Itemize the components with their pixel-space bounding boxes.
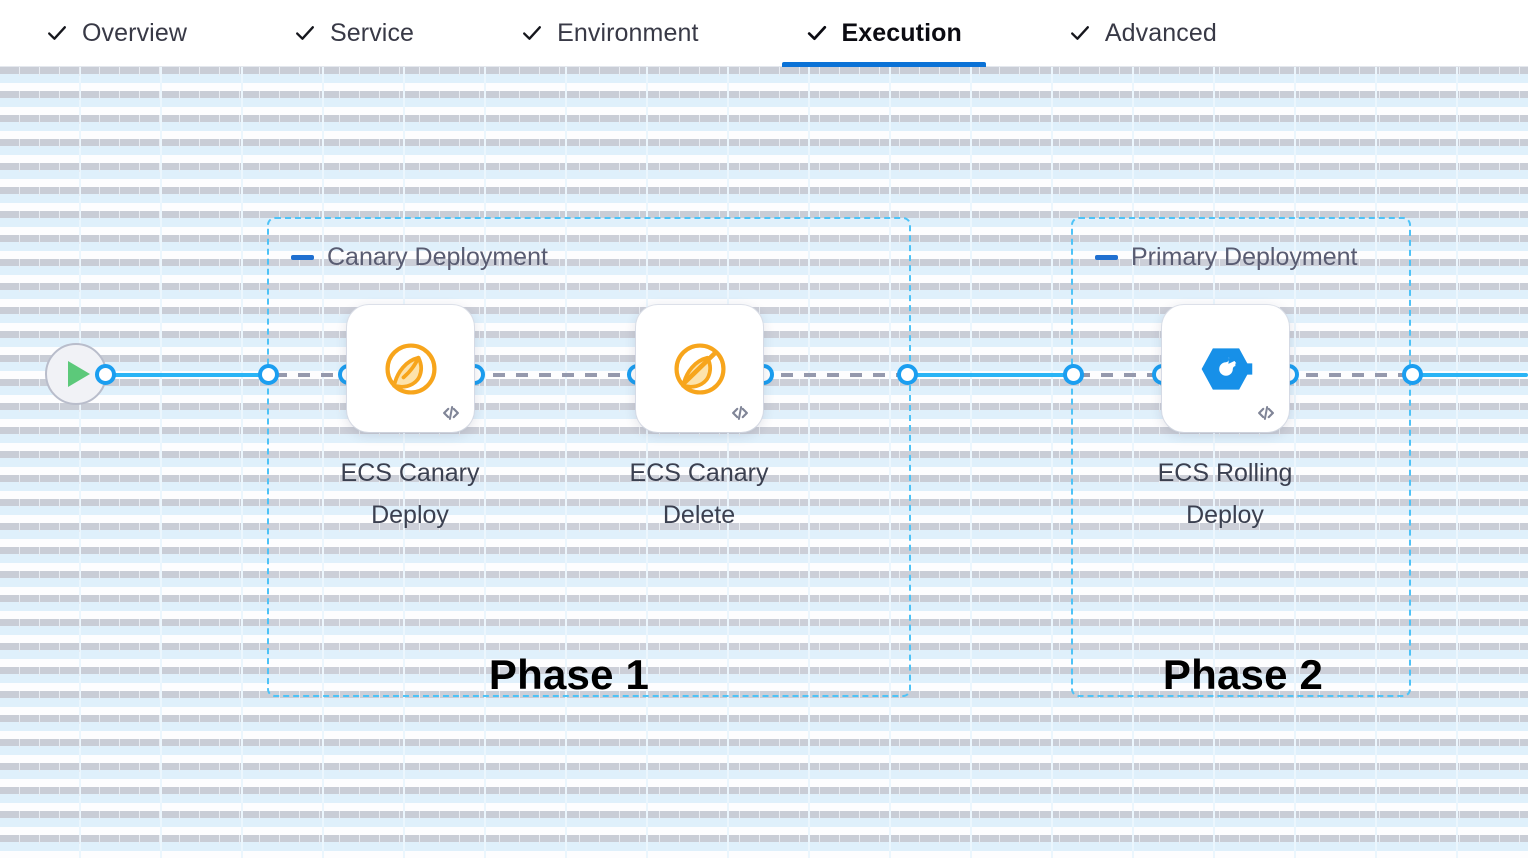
edge-group2-in-to-node3: [1078, 373, 1168, 377]
node-ecs-canary-delete[interactable]: [636, 305, 763, 432]
edge-node3-to-group2-out: [1283, 373, 1417, 377]
stage-group-canary-deployment-title: Canary Deployment: [327, 243, 548, 271]
edge-start-to-group1: [103, 373, 275, 377]
phase-caption-2: Phase 2: [1162, 651, 1324, 698]
minus-icon[interactable]: [1095, 255, 1118, 260]
edge-node1-to-node2: [470, 373, 645, 377]
check-icon: [807, 25, 826, 41]
port-group2-input[interactable]: [1063, 364, 1084, 385]
tab-environment-label: Environment: [557, 18, 699, 47]
port-start-output[interactable]: [95, 364, 116, 385]
tab-environment[interactable]: Environment: [495, 0, 724, 67]
play-icon: [68, 361, 90, 387]
tab-execution-label: Execution: [841, 18, 962, 47]
code-icon[interactable]: [729, 402, 751, 424]
check-icon: [523, 26, 542, 40]
tab-overview[interactable]: Overview: [20, 0, 213, 67]
tab-advanced-label: Advanced: [1104, 18, 1217, 47]
canary-bird-slash-icon: [673, 342, 726, 395]
phase-caption-1: Phase 1: [488, 651, 650, 698]
minus-icon[interactable]: [291, 255, 314, 260]
pipeline-canvas[interactable]: Canary Deployment Primary Deployment: [0, 67, 1528, 858]
port-group1-input[interactable]: [258, 364, 279, 385]
check-icon: [48, 26, 66, 40]
stage-group-canary-deployment[interactable]: Canary Deployment: [267, 217, 911, 697]
tab-service-label: Service: [330, 18, 415, 47]
stage-group-canary-deployment-header[interactable]: Canary Deployment: [291, 245, 548, 270]
pipeline-tab-bar: Overview Service Environment Execution: [0, 0, 1528, 67]
edge-group2-to-next: [1411, 373, 1528, 377]
edge-group1-to-group2: [906, 373, 1080, 377]
code-icon[interactable]: [1255, 402, 1277, 424]
edge-node2-to-group1-out: [758, 373, 913, 377]
pipeline-flow: Canary Deployment Primary Deployment: [0, 67, 1528, 858]
tab-advanced[interactable]: Advanced: [1043, 0, 1243, 67]
rolling-deploy-icon: [1201, 347, 1252, 390]
check-icon: [296, 26, 314, 40]
check-icon: [1070, 26, 1089, 40]
code-icon[interactable]: [440, 402, 462, 424]
stage-group-primary-deployment-header[interactable]: Primary Deployment: [1095, 245, 1357, 270]
stage-group-primary-deployment[interactable]: Primary Deployment: [1071, 217, 1411, 697]
canary-bird-icon: [384, 342, 437, 395]
node-ecs-rolling-deploy[interactable]: [1162, 305, 1289, 432]
stage-group-primary-deployment-title: Primary Deployment: [1131, 243, 1358, 271]
port-group1-output[interactable]: [897, 364, 918, 385]
tab-execution[interactable]: Execution: [780, 0, 988, 67]
tab-overview-label: Overview: [82, 18, 187, 47]
edge-group1-in-to-node1: [275, 373, 357, 377]
port-group2-output[interactable]: [1402, 364, 1423, 385]
tab-service[interactable]: Service: [268, 0, 440, 67]
node-ecs-canary-deploy[interactable]: [347, 305, 474, 432]
